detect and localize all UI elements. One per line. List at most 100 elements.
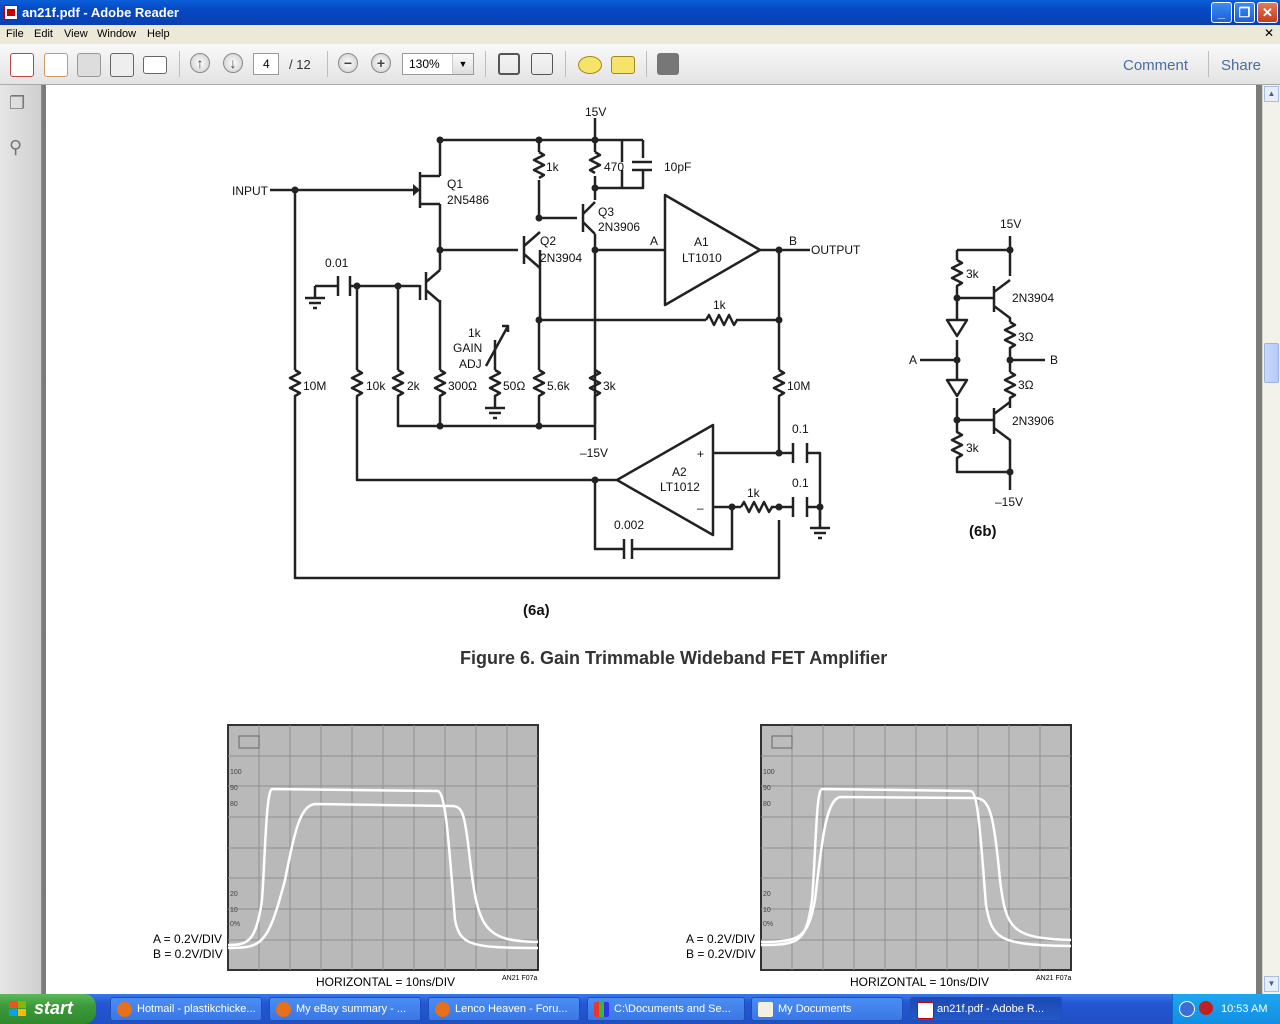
zoom-value: 130% xyxy=(409,57,440,71)
fit-page-icon[interactable] xyxy=(498,53,520,75)
scope-right-tick-100: 100 xyxy=(763,769,775,776)
toolbar-separator xyxy=(179,51,180,77)
task-lenco[interactable]: Lenco Heaven - Foru... xyxy=(428,997,580,1021)
page-content: 15V INPUT Q1 2N5486 1k 470 10pF Q3 2N390… xyxy=(153,105,1072,989)
fig6a-r1k-top: 1k xyxy=(546,160,560,174)
task-label: Lenco Heaven - Foru... xyxy=(455,1003,568,1015)
toolbar-separator xyxy=(485,51,486,77)
page-number-input[interactable]: 4 xyxy=(253,53,279,75)
fig6a-gain: GAIN xyxy=(453,341,482,355)
fig6b-node-b: B xyxy=(1050,353,1058,367)
fig6b-supply-pos: 15V xyxy=(1000,217,1021,231)
save-icon[interactable] xyxy=(77,53,101,77)
fig6b-node-a: A xyxy=(909,353,917,367)
clock: 10:53 AM xyxy=(1221,1003,1268,1015)
toolbar-separator xyxy=(646,51,647,77)
menu-file[interactable]: File xyxy=(6,28,24,40)
fig6a-r10m-left: 10M xyxy=(303,379,326,393)
taskbar: start Hotmail - plastikchicke... My eBay… xyxy=(0,994,1280,1024)
close-button[interactable]: ✕ xyxy=(1257,2,1278,23)
attachments-paperclip-icon[interactable]: ⚲ xyxy=(9,137,23,157)
fig6a-r10m-right: 10M xyxy=(787,379,810,393)
fig6a-a2-label: A2 xyxy=(672,465,687,479)
pdf-app-icon[interactable] xyxy=(4,5,18,20)
page-total: / 12 xyxy=(289,57,311,72)
start-button[interactable]: start xyxy=(0,994,96,1024)
scroll-up-icon[interactable]: ▲ xyxy=(1264,86,1279,102)
security-shield-icon[interactable] xyxy=(1199,1001,1213,1015)
scope-left-tick-80: 80 xyxy=(230,801,238,808)
fig6b-caption: (6b) xyxy=(969,523,997,540)
zoom-out-icon[interactable]: − xyxy=(338,53,358,73)
document-view[interactable]: 15V INPUT Q1 2N5486 1k 470 10pF Q3 2N390… xyxy=(42,85,1262,994)
fig6a-r470: 470 xyxy=(604,160,624,174)
create-pdf-icon[interactable] xyxy=(10,53,34,77)
scope-right: 100 90 80 20 10 0% A = 0.2V/DIV B = 0.2V… xyxy=(686,724,1072,989)
figure-title: Figure 6. Gain Trimmable Wideband FET Am… xyxy=(460,648,887,668)
maximize-button[interactable]: ❐ xyxy=(1234,2,1255,23)
zoom-select[interactable]: 130% ▼ xyxy=(402,53,474,75)
email-icon[interactable] xyxy=(143,56,167,74)
menu-help[interactable]: Help xyxy=(147,28,170,40)
document-close-icon[interactable]: ✕ xyxy=(1263,26,1274,40)
highlight-text-icon[interactable] xyxy=(611,56,635,74)
fig6a-supply-pos: 15V xyxy=(585,105,606,119)
task-label: My Documents xyxy=(778,1003,852,1015)
tray-expand-icon[interactable] xyxy=(1179,1001,1195,1017)
next-page-icon[interactable]: ↓ xyxy=(223,53,243,73)
zoom-in-icon[interactable]: + xyxy=(371,53,391,73)
fig6a-q3-part: 2N3906 xyxy=(598,220,640,234)
explorer-icon xyxy=(594,1002,609,1017)
fig6a-a1-part: LT1010 xyxy=(682,251,722,265)
fig6a-plus: + xyxy=(697,447,704,461)
scroll-thumb[interactable] xyxy=(1264,343,1279,383)
open-file-icon[interactable] xyxy=(44,53,68,77)
fig6a-r56k: 5.6k xyxy=(547,379,571,393)
task-documents-folder[interactable]: C:\Documents and Se... xyxy=(587,997,745,1021)
print-icon[interactable] xyxy=(110,53,134,77)
task-adobe-reader[interactable]: an21f.pdf - Adobe R... xyxy=(910,997,1062,1021)
scope-left: 100 90 80 20 10 0% A = 0.2V/DIV B = 0.2V… xyxy=(153,724,539,989)
scope-left-horizontal: HORIZONTAL = 10ns/DIV xyxy=(316,975,455,989)
menu-window[interactable]: Window xyxy=(97,28,137,40)
scope-left-tick-0: 0% xyxy=(230,921,240,928)
scope-right-tick-10: 10 xyxy=(763,907,771,914)
task-label: C:\Documents and Se... xyxy=(614,1003,731,1015)
scope-right-tick-20: 20 xyxy=(763,891,771,898)
fig6a-q2-part: 2N3904 xyxy=(540,251,582,265)
expand-icon[interactable] xyxy=(657,53,679,75)
pages-panel-icon[interactable]: ❐ xyxy=(9,93,26,113)
task-label: an21f.pdf - Adobe R... xyxy=(937,1003,1045,1015)
toolbar-separator xyxy=(565,51,566,77)
fig6a-supply-neg: –15V xyxy=(580,446,608,460)
fig6b-r3ohm-bot: 3Ω xyxy=(1018,378,1034,392)
share-button[interactable]: Share xyxy=(1221,57,1262,74)
fig6a-r1k-fb: 1k xyxy=(713,298,727,312)
title-bar: an21f.pdf - Adobe Reader _ ❐ ✕ xyxy=(0,0,1280,25)
scope-right-tick-0: 0% xyxy=(763,921,773,928)
sticky-note-icon[interactable] xyxy=(578,56,602,74)
scope-right-scale-a: A = 0.2V/DIV xyxy=(686,932,755,946)
comment-button[interactable]: Comment xyxy=(1123,57,1189,74)
scope-right-tick-80: 80 xyxy=(763,801,771,808)
previous-page-icon[interactable]: ↑ xyxy=(190,53,210,73)
pdf-page: 15V INPUT Q1 2N5486 1k 470 10pF Q3 2N390… xyxy=(46,85,1256,994)
chevron-down-icon[interactable]: ▼ xyxy=(452,54,473,74)
fig6a-c10pf: 10pF xyxy=(664,160,691,174)
scroll-down-icon[interactable]: ▼ xyxy=(1264,976,1279,992)
pdf-icon xyxy=(917,1002,934,1019)
task-label: Hotmail - plastikchicke... xyxy=(137,1003,256,1015)
task-hotmail[interactable]: Hotmail - plastikchicke... xyxy=(110,997,262,1021)
menu-view[interactable]: View xyxy=(64,28,88,40)
fit-width-icon[interactable] xyxy=(531,53,553,75)
fig6a-caption: (6a) xyxy=(523,602,550,619)
fig6a-node-b: B xyxy=(789,234,797,248)
task-my-documents[interactable]: My Documents xyxy=(751,997,903,1021)
task-ebay[interactable]: My eBay summary - ... xyxy=(269,997,421,1021)
fig6b-r3k-top: 3k xyxy=(966,267,980,281)
fig6a-input-label: INPUT xyxy=(232,184,269,198)
fig6a-output-label: OUTPUT xyxy=(811,243,861,257)
menu-edit[interactable]: Edit xyxy=(34,28,53,40)
vertical-scrollbar[interactable]: ▲ ▼ xyxy=(1262,85,1280,994)
minimize-button[interactable]: _ xyxy=(1211,2,1232,23)
